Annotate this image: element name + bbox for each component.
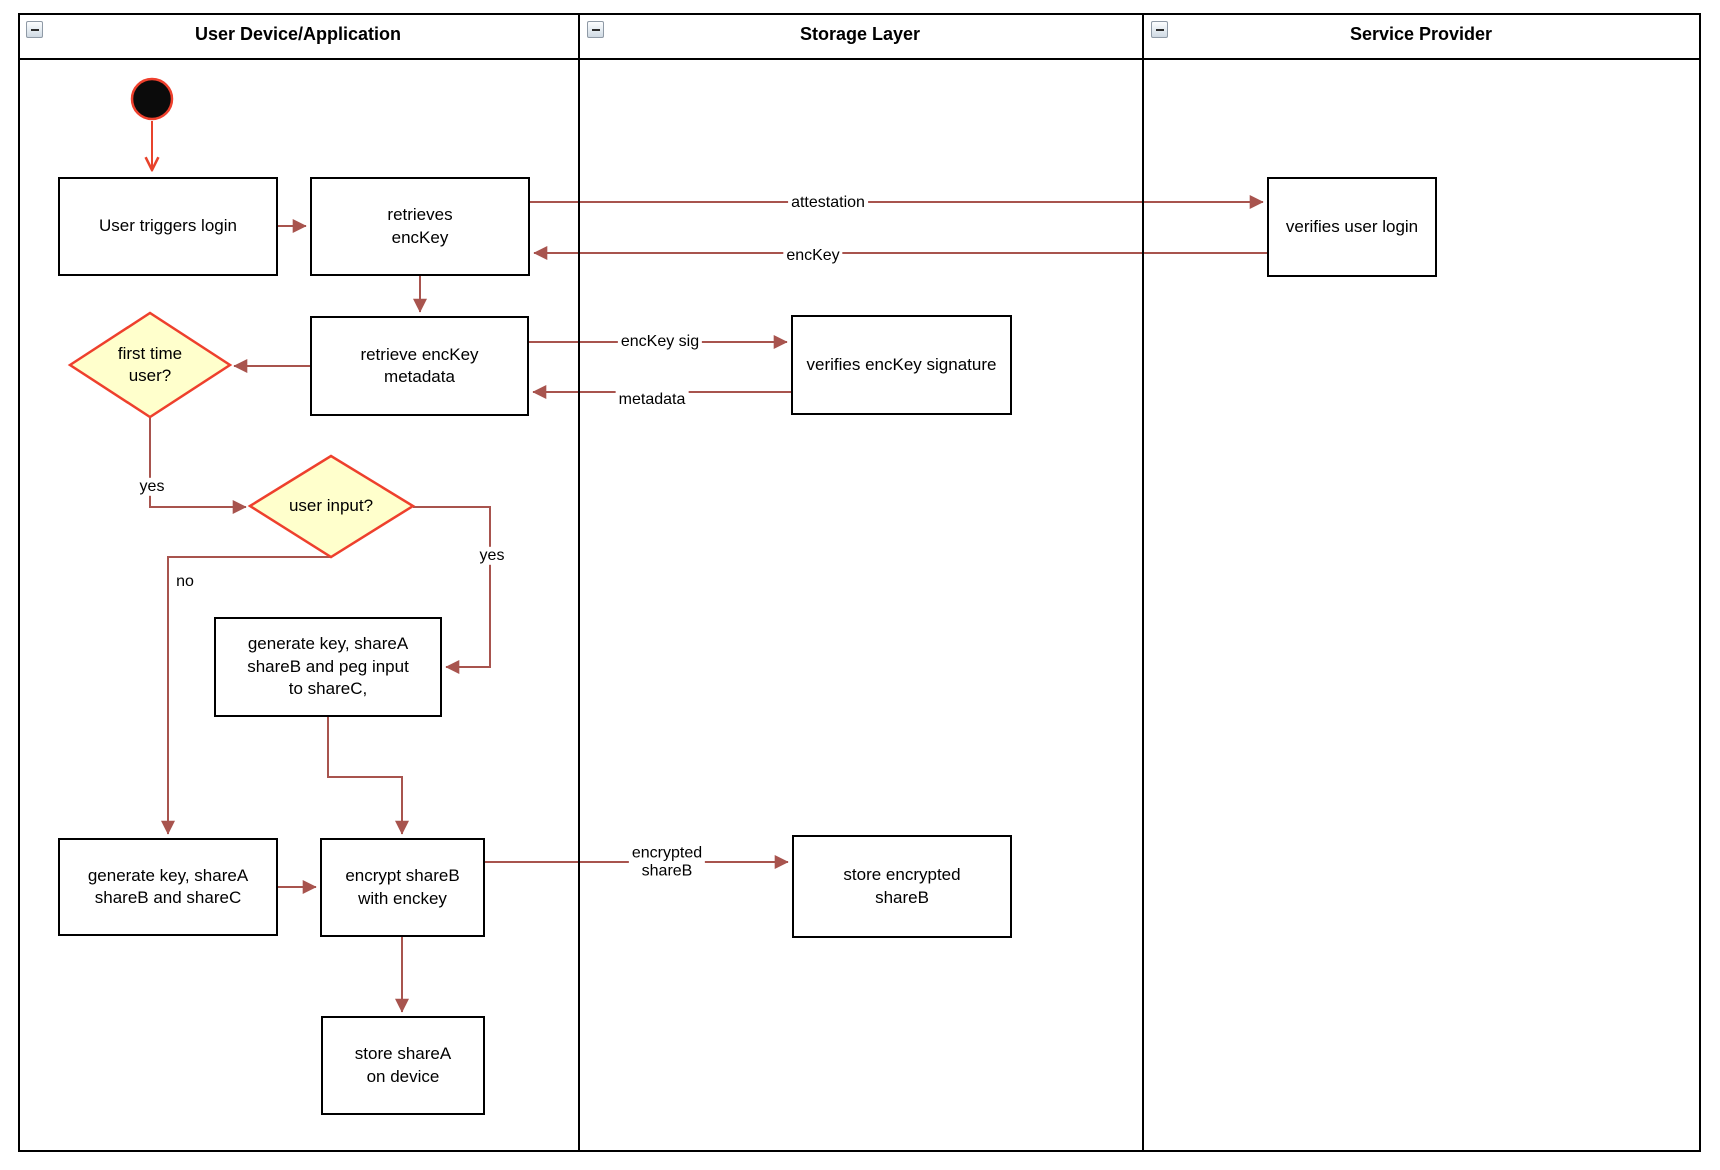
decision-user-input[interactable]	[247, 454, 416, 559]
edge-label-yes-user-input: yes	[476, 546, 508, 566]
collapse-minus-icon[interactable]	[26, 21, 43, 38]
node-verifies-user-login[interactable]: verifies user login	[1267, 177, 1437, 277]
edge-label-metadata: metadata	[615, 391, 689, 410]
edge-peg-to-encrypt	[327, 717, 409, 835]
lane-title-service-provider: Service Provider	[1349, 24, 1493, 44]
decision-label-user-input: user input?	[288, 495, 374, 515]
edge-label-encrypted-shareb: encrypted shareB	[628, 844, 706, 882]
swimlane-pool	[18, 13, 1701, 1152]
decision-label-first-time-user: first time user?	[117, 343, 183, 385]
lane-divider-1	[578, 13, 580, 1150]
lane-title-storage-layer: Storage Layer	[799, 24, 921, 44]
minus-glyph	[30, 28, 39, 31]
node-retrieves-enckey[interactable]: retrieves encKey	[310, 177, 530, 276]
start-node[interactable]	[130, 77, 174, 121]
edge-label-enckey-sig: encKey sig	[617, 332, 703, 352]
lane-header-separator	[18, 58, 1701, 60]
edge-label-no-user-input: no	[173, 572, 197, 592]
node-store-encrypted-shareb[interactable]: store encrypted shareB	[792, 835, 1012, 938]
collapse-minus-icon[interactable]	[587, 21, 604, 38]
node-generate-peg-input[interactable]: generate key, shareA shareB and peg inpu…	[214, 617, 442, 717]
node-generate-sharec[interactable]: generate key, shareA shareB and shareC	[58, 838, 278, 936]
edge-label-enckey: encKey	[783, 246, 843, 266]
minus-glyph	[1155, 28, 1164, 31]
node-encrypt-shareb[interactable]: encrypt shareB with enckey	[320, 838, 485, 937]
node-retrieve-enckey-metadata[interactable]: retrieve encKey metadata	[310, 316, 529, 416]
decision-first-time-user[interactable]	[67, 311, 233, 419]
node-user-triggers-login[interactable]: User triggers login	[58, 177, 278, 276]
edge-yes-to-generate-peg	[413, 506, 491, 674]
node-verifies-enckey-signature[interactable]: verifies encKey signature	[791, 315, 1012, 415]
edge-no-to-generate	[161, 556, 331, 835]
edge-yes-to-userinput	[149, 417, 247, 514]
collapse-minus-icon[interactable]	[1151, 21, 1168, 38]
lane-title-user-device: User Device/Application	[194, 24, 402, 44]
minus-glyph	[591, 28, 600, 31]
edge-label-attestation: attestation	[788, 193, 868, 213]
lane-divider-2	[1142, 13, 1144, 1150]
node-store-sharea[interactable]: store shareA on device	[321, 1016, 485, 1115]
edge-label-yes-first-time: yes	[136, 477, 168, 497]
